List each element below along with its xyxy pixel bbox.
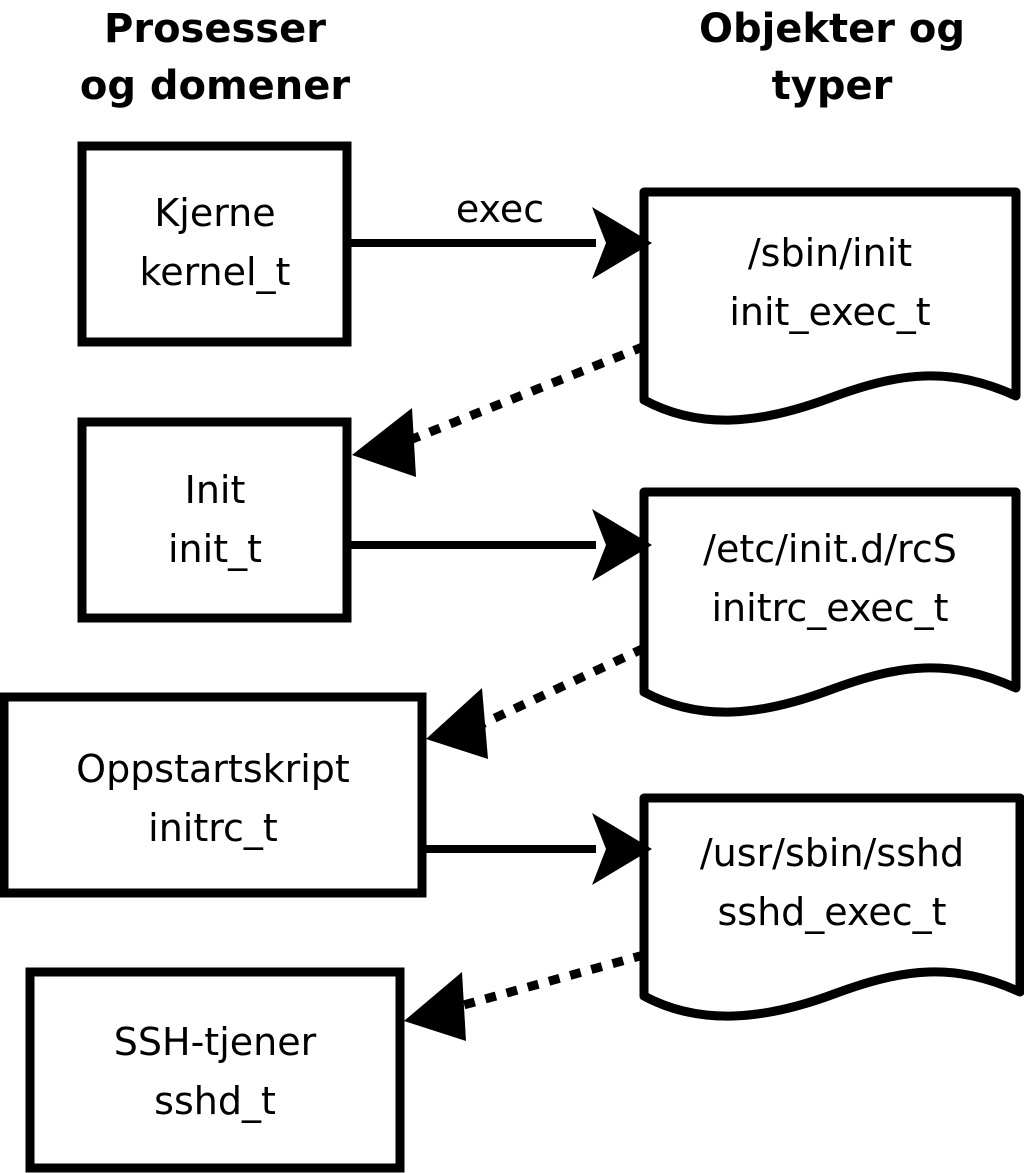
- edge-transition-init-arrowhead: [352, 408, 416, 477]
- process-box-init[interactable]: Init init_t: [77, 417, 352, 623]
- edge-exec-kernel-to-init-exec: exec: [347, 187, 652, 279]
- object-doc-initrc-exec[interactable]: /etc/init.d/rcS initrc_exec_t: [639, 487, 1021, 717]
- edge-exec-label: exec: [456, 187, 544, 231]
- process-box-initrc-type: initrc_t: [148, 806, 278, 850]
- object-doc-initrc-exec-path: /etc/init.d/rcS: [703, 527, 957, 571]
- process-box-kernel-rect[interactable]: [77, 141, 352, 347]
- column-header-left: Prosesser og domener: [80, 6, 351, 109]
- edge-transition-initrc-line: [474, 644, 646, 731]
- process-box-init-name: Init: [185, 468, 246, 512]
- object-doc-initrc-exec-type: initrc_exec_t: [712, 586, 949, 630]
- process-box-initrc-name: Oppstartskript: [76, 747, 350, 791]
- process-box-init-type: init_t: [168, 527, 262, 571]
- process-box-initrc[interactable]: Oppstartskript initrc_t: [0, 692, 427, 898]
- edge-transition-initrc-exec-to-initrc: [426, 644, 646, 759]
- edge-exec-initrc-to-sshd-exec: [422, 813, 652, 885]
- object-doc-init-exec[interactable]: /sbin/init init_exec_t: [639, 187, 1021, 425]
- process-box-kernel[interactable]: Kjerne kernel_t: [77, 141, 352, 347]
- object-doc-initrc-exec-shape[interactable]: [639, 487, 1021, 717]
- object-doc-sshd-exec-path: /usr/sbin/sshd: [700, 831, 964, 875]
- process-box-kernel-type: kernel_t: [140, 250, 291, 294]
- column-header-right-line2: typer: [772, 63, 893, 109]
- process-box-initrc-rect[interactable]: [0, 692, 427, 898]
- object-doc-init-exec-path: /sbin/init: [748, 231, 912, 275]
- edge-exec-init-to-initrc-exec: [347, 509, 652, 581]
- column-header-left-line1: Prosesser: [104, 6, 326, 52]
- column-header-right-line1: Objekter og: [699, 6, 965, 52]
- column-header-right: Objekter og typer: [699, 6, 965, 109]
- column-header-left-line2: og domener: [80, 63, 351, 109]
- edge-transition-init-line: [394, 342, 646, 450]
- process-box-sshd-name: SSH-tjener: [114, 1020, 317, 1064]
- object-doc-init-exec-type: init_exec_t: [729, 290, 930, 334]
- edge-transition-sshd-exec-to-sshd: [404, 950, 646, 1041]
- edge-transition-sshd-arrowhead: [404, 972, 466, 1041]
- object-doc-sshd-exec-shape[interactable]: [639, 793, 1024, 1021]
- process-box-sshd[interactable]: SSH-tjener sshd_t: [25, 967, 405, 1173]
- object-doc-sshd-exec[interactable]: /usr/sbin/sshd sshd_exec_t: [639, 793, 1024, 1021]
- object-doc-sshd-exec-type: sshd_exec_t: [717, 890, 946, 934]
- process-box-sshd-type: sshd_t: [154, 1079, 276, 1123]
- edge-transition-sshd-line: [454, 950, 646, 1012]
- edge-transition-init-exec-to-init: [352, 342, 646, 477]
- process-box-init-rect[interactable]: [77, 417, 352, 623]
- object-doc-init-exec-shape[interactable]: [639, 187, 1021, 425]
- edge-exec-init-arrowhead: [592, 509, 652, 581]
- edge-transition-initrc-arrowhead: [426, 688, 488, 759]
- edge-exec-kernel-arrowhead: [592, 207, 652, 279]
- process-box-sshd-rect[interactable]: [25, 967, 405, 1173]
- process-box-kernel-name: Kjerne: [154, 191, 275, 235]
- edge-exec-initrc-arrowhead: [592, 813, 652, 885]
